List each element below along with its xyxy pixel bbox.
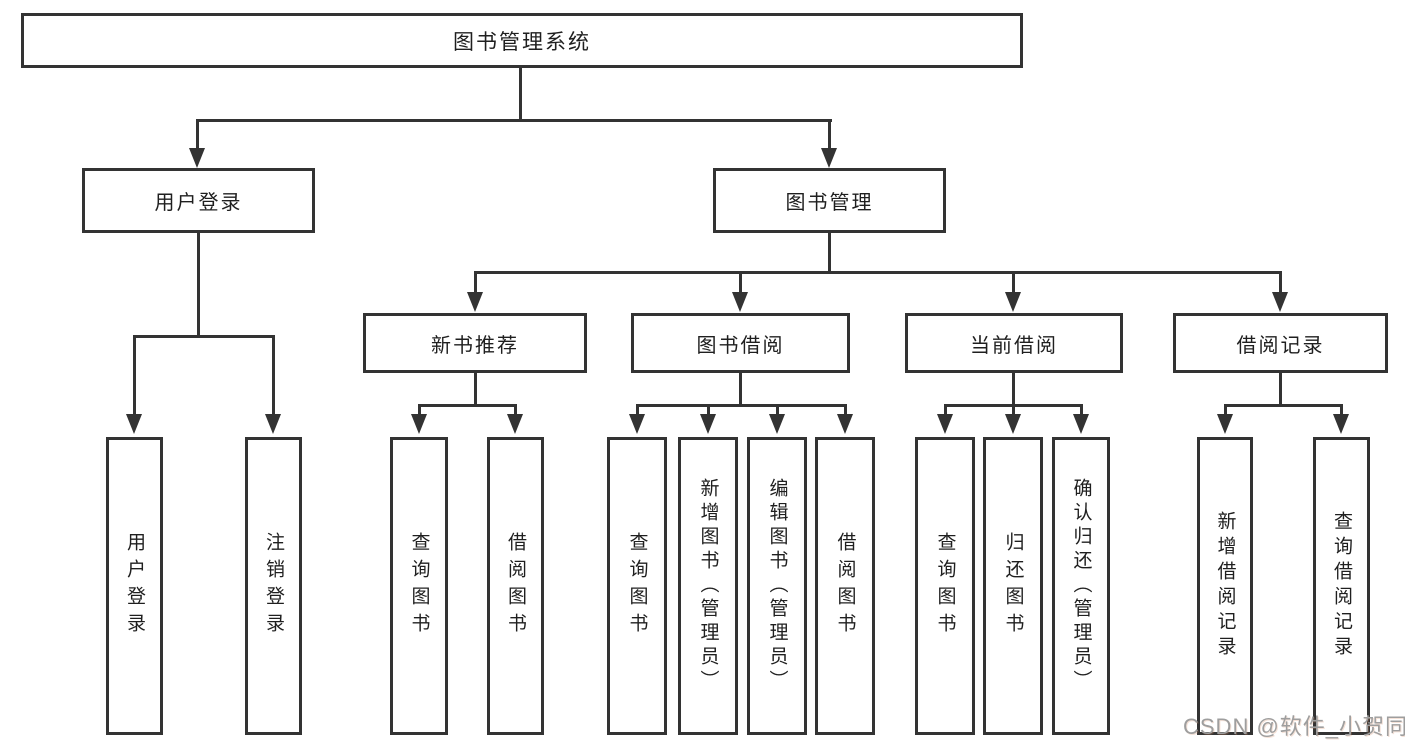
leaf-add-book-admin-label: 新增图书（管理员） — [697, 478, 719, 694]
connector-line — [828, 119, 831, 152]
connector-line — [1224, 404, 1227, 418]
connector-line — [1080, 404, 1083, 418]
connector-line — [474, 271, 1282, 274]
leaf-query-book-borrow-label: 查询图书 — [626, 532, 648, 640]
node-borrow-record: 借阅记录 — [1173, 313, 1388, 373]
csdn-watermark: CSDN @软件_小贺同学 — [1183, 714, 1405, 739]
node-book-borrow: 图书借阅 — [631, 313, 850, 373]
connector-line — [1279, 271, 1282, 295]
leaf-logout-label: 注销登录 — [263, 532, 284, 640]
node-root: 图书管理系统 — [21, 13, 1023, 68]
arrowhead-down-icon — [265, 414, 281, 434]
leaf-confirm-return-admin-label: 确认归还（管理员） — [1070, 478, 1092, 694]
node-user-login-label: 用户登录 — [154, 192, 243, 214]
connector-line — [133, 335, 275, 338]
connector-line — [196, 119, 832, 122]
leaf-borrow-book: 借阅图书 — [815, 437, 875, 735]
connector-line — [418, 404, 517, 407]
connector-line — [474, 371, 477, 407]
node-new-book-recommend: 新书推荐 — [363, 313, 587, 373]
connector-line — [1279, 371, 1282, 407]
leaf-edit-book-admin: 编辑图书（管理员） — [747, 437, 807, 735]
arrowhead-down-icon — [411, 414, 427, 434]
leaf-add-borrow-record: 新增借阅记录 — [1197, 437, 1253, 735]
connector-line — [519, 66, 522, 121]
arrowhead-down-icon — [732, 292, 748, 312]
arrowhead-down-icon — [837, 414, 853, 434]
node-book-management-label: 图书管理 — [785, 192, 874, 214]
connector-line — [196, 119, 199, 152]
connector-line — [474, 271, 477, 295]
connector-line — [418, 404, 421, 418]
arrowhead-down-icon — [700, 414, 716, 434]
node-current-borrow-label: 当前借阅 — [970, 334, 1058, 357]
node-user-login: 用户登录 — [82, 168, 315, 233]
arrowhead-down-icon — [769, 414, 785, 434]
arrowhead-down-icon — [629, 414, 645, 434]
leaf-user-login: 用户登录 — [106, 437, 163, 735]
leaf-borrow-book-label: 借阅图书 — [834, 532, 856, 640]
arrowhead-down-icon — [507, 414, 523, 434]
connector-line — [514, 404, 517, 418]
node-book-management: 图书管理 — [713, 168, 946, 233]
connector-line — [1012, 271, 1015, 295]
arrowhead-down-icon — [937, 414, 953, 434]
leaf-query-book-borrow: 查询图书 — [607, 437, 667, 735]
connector-line — [1012, 371, 1015, 407]
leaf-return-book-label: 归还图书 — [1002, 532, 1024, 640]
connector-line — [1012, 404, 1015, 418]
connector-line — [636, 404, 847, 407]
connector-line — [707, 404, 710, 418]
arrowhead-down-icon — [1005, 414, 1021, 434]
node-new-book-recommend-label: 新书推荐 — [431, 334, 519, 357]
leaf-edit-book-admin-label: 编辑图书（管理员） — [766, 478, 788, 694]
arrowhead-down-icon — [1005, 292, 1021, 312]
leaf-query-book-recommend: 查询图书 — [390, 437, 448, 735]
connector-line — [776, 404, 779, 418]
connector-line — [1224, 404, 1343, 407]
arrowhead-down-icon — [1272, 292, 1288, 312]
arrowhead-down-icon — [1217, 414, 1233, 434]
connector-line — [739, 371, 742, 407]
arrowhead-down-icon — [126, 414, 142, 434]
connector-line — [944, 404, 947, 418]
arrowhead-down-icon — [189, 148, 205, 168]
arrowhead-down-icon — [1073, 414, 1089, 434]
connector-line — [1340, 404, 1343, 418]
connector-line — [739, 271, 742, 295]
leaf-add-book-admin: 新增图书（管理员） — [678, 437, 738, 735]
leaf-borrow-book-recommend: 借阅图书 — [487, 437, 544, 735]
connector-line — [636, 404, 639, 418]
leaf-logout: 注销登录 — [245, 437, 302, 735]
leaf-add-borrow-record-label: 新增借阅记录 — [1214, 511, 1236, 661]
arrowhead-down-icon — [821, 148, 837, 168]
leaf-borrow-book-recommend-label: 借阅图书 — [505, 532, 526, 640]
leaf-query-book-current-label: 查询图书 — [934, 532, 956, 640]
node-root-label: 图书管理系统 — [453, 30, 591, 54]
node-book-borrow-label: 图书借阅 — [696, 334, 785, 357]
leaf-query-book-current: 查询图书 — [915, 437, 975, 735]
node-current-borrow: 当前借阅 — [905, 313, 1123, 373]
arrowhead-down-icon — [467, 292, 483, 312]
leaf-return-book: 归还图书 — [983, 437, 1043, 735]
leaf-query-borrow-record-label: 查询借阅记录 — [1331, 511, 1352, 661]
connector-line — [133, 335, 136, 417]
arrowhead-down-icon — [1333, 414, 1349, 434]
leaf-user-login-label: 用户登录 — [124, 532, 145, 640]
leaf-query-book-recommend-label: 查询图书 — [408, 532, 430, 640]
leaf-confirm-return-admin: 确认归还（管理员） — [1052, 437, 1110, 735]
connector-line — [844, 404, 847, 418]
node-borrow-record-label: 借阅记录 — [1236, 334, 1325, 357]
connector-line — [272, 335, 275, 417]
leaf-query-borrow-record: 查询借阅记录 — [1313, 437, 1370, 735]
connector-line — [828, 231, 831, 274]
connector-line — [197, 231, 200, 338]
